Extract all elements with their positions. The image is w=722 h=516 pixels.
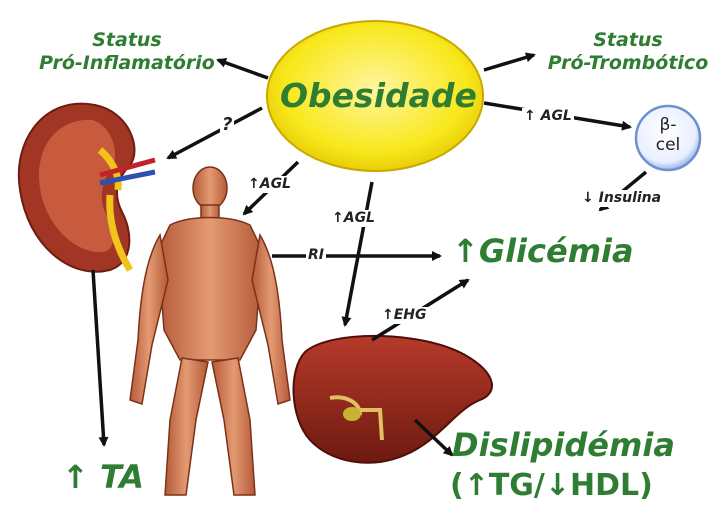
status-inflammatory-label: Status Pró-Inflamatório — [32, 29, 222, 75]
status-thrombotic-label: Status Pró-Trombótico — [536, 29, 720, 75]
obesity-label: Obesidade — [280, 76, 470, 115]
arrow-obesity-to-liver — [345, 182, 372, 325]
dyslipidemia-values-label: (↑TG/↓HDL) — [450, 468, 653, 503]
kidney-icon — [19, 104, 155, 272]
human-body-icon — [130, 167, 290, 495]
agl-bcell-label: ↑ AGL — [522, 108, 574, 125]
dyslipidemia-label: Dislipidémia — [452, 426, 675, 464]
ehg-label: ↑EHG — [380, 307, 429, 324]
glycemia-label: ↑Glicémia — [452, 232, 634, 270]
agl-body-label: ↑AGL — [246, 176, 293, 193]
agl-center-label: ↑AGL — [330, 210, 377, 227]
ri-label: RI — [306, 247, 326, 264]
arrow-kidney-to-ta — [93, 270, 104, 445]
bcell-label: β- cel — [646, 115, 690, 155]
arrow-obesity-to-thrombotic — [484, 55, 534, 70]
ta-label: ↑ TA — [62, 458, 144, 496]
question-mark-label: ? — [220, 116, 234, 133]
arrow-obesity-to-kidney — [168, 108, 262, 158]
insulin-label: ↓ Insulina — [580, 190, 663, 207]
arrow-obesity-to-inflammatory — [218, 60, 268, 78]
